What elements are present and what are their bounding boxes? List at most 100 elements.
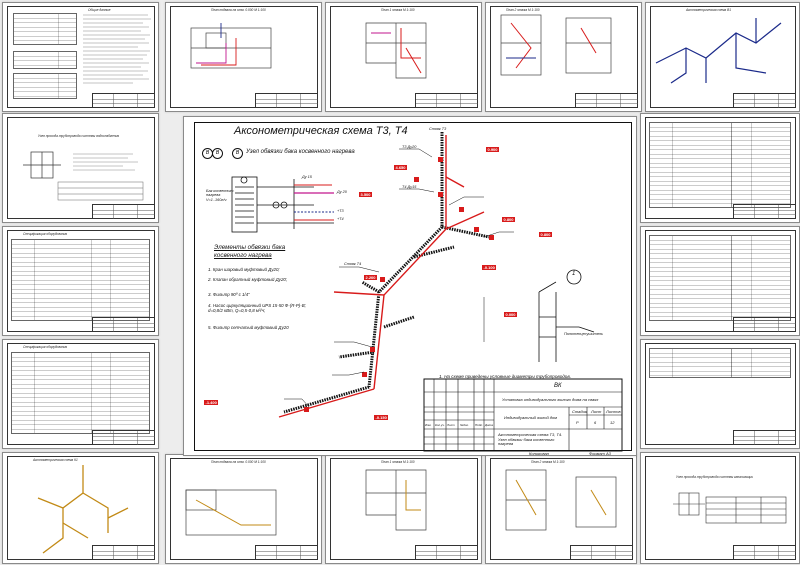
sheet-frame xyxy=(7,230,155,332)
thumbnail-sheet-spec-2[interactable]: Спецификация оборудования xyxy=(2,339,159,449)
revision-col: Изм. xyxy=(425,423,432,427)
sheet-frame xyxy=(170,6,318,108)
elevation-tag: -0.150 xyxy=(374,415,389,420)
format-label: Формат А3 xyxy=(589,451,611,456)
thumbnail-sheet-sewer-passage-node[interactable]: Узел прохода трубопровода системы канали… xyxy=(640,452,800,564)
pipe-tag: Т3 Ду20 xyxy=(402,145,417,149)
floor2-plan-k-drawing xyxy=(505,469,617,531)
sheets-header: Листов xyxy=(606,409,621,414)
thumbnail-sheet-spec-5[interactable] xyxy=(640,339,800,449)
elevation-tag: 0.900 xyxy=(486,147,500,152)
sheet-frame xyxy=(7,117,155,219)
title-block-stamp xyxy=(255,545,318,560)
legend-item: 3. Фильтр 90º с 1/4" xyxy=(208,292,250,297)
sheet-frame xyxy=(645,343,796,445)
title-block-project: Индивидуальный жилой дом xyxy=(504,415,557,420)
title-block-sheet-title: Аксонометрическая схема Т3, Т4. Узел обв… xyxy=(498,432,563,447)
tank-body xyxy=(231,176,258,233)
sheet-title: Аксонометрическая схема К1 xyxy=(33,458,78,462)
sheet-frame xyxy=(490,458,633,560)
general-notes-text xyxy=(83,14,151,84)
title-block-description: Установка индивидуального жилого дома на… xyxy=(502,397,599,402)
revision-col: Лист xyxy=(447,423,455,427)
thumbnail-sheet-floor2-plan[interactable]: План 2 этажа М 1:100 xyxy=(485,2,642,112)
sheet-frame xyxy=(645,230,796,332)
title-block-code: ВК xyxy=(554,383,562,389)
pipe-tag: Т4 Ду15 xyxy=(402,185,417,189)
unit-mark-3: В xyxy=(232,148,243,159)
sheet-title: Узел прохода трубопровода системы канали… xyxy=(676,475,754,479)
thumbnail-sheet-floor1-plan[interactable]: План 1 этажа М 1:100 xyxy=(325,2,482,112)
title-block-stamp xyxy=(415,93,478,108)
title-block-stamp xyxy=(733,545,796,560)
axonometric-scheme-drawing xyxy=(231,132,623,452)
sheet-frame xyxy=(645,117,796,219)
thumbnail-sheet-general-data[interactable]: Общие данные xyxy=(2,2,159,112)
references-table xyxy=(13,51,77,69)
sheet-header: Лист xyxy=(591,409,602,414)
title-block-stamp xyxy=(733,93,796,108)
sheet-title: Аксонометрическая схема В1 xyxy=(686,8,731,12)
title-block-stamp xyxy=(733,204,796,219)
spec-table xyxy=(649,235,791,321)
sheet-frame xyxy=(645,456,796,560)
thumbnail-sheet-floor1-plan-k[interactable]: План 1 этажа М 1:100 xyxy=(325,454,482,564)
title-block-stamp xyxy=(255,93,318,108)
pipe-tag: +Т3 xyxy=(337,209,344,213)
thumbnail-sheet-floor2-plan-k[interactable]: План 2 этажа М 1:100 xyxy=(485,454,637,564)
title-block-stamp xyxy=(92,545,155,560)
unit-mark-2: В xyxy=(212,148,223,159)
title-block-stamp xyxy=(92,204,155,219)
pipe-tag: Ду 20 xyxy=(337,190,347,194)
sheet-title: План 2 этажа М 1:100 xyxy=(506,8,540,12)
sheet-frame xyxy=(650,6,796,108)
wall-passage-drawing xyxy=(23,151,144,201)
elevation-tag: 0.800 xyxy=(502,217,516,222)
elevation-tag: -0.100 xyxy=(482,265,497,270)
main-sheet-frame xyxy=(194,122,632,451)
sewer-passage-drawing xyxy=(673,492,787,524)
riser-label: Стояк Т3 xyxy=(429,127,447,131)
title-block-stamp xyxy=(92,93,155,108)
equipment-table xyxy=(13,73,77,99)
title-block-stamp xyxy=(570,545,633,560)
thumbnail-sheet-wall-passage-node[interactable]: Узел прохода трубопровода системы водосн… xyxy=(2,113,159,223)
title-block-stamp xyxy=(575,93,638,108)
main-sheet-t3-t4-scheme[interactable]: Аксонометрическая схема Т3, Т4 В В В Узе… xyxy=(183,116,637,456)
thumbnail-sheet-k1-scheme[interactable]: Аксонометрическая схема К1 xyxy=(2,452,159,564)
riser-label: Стояк Т4 xyxy=(344,262,362,266)
legend-item: 5. Фильтр сетчатый муфтовый Ду20 xyxy=(208,325,289,330)
thumbnail-sheet-spec-4[interactable] xyxy=(640,226,800,336)
pipe-tag: Ду 15 xyxy=(302,175,312,179)
revision-col: Подп. xyxy=(475,423,483,427)
stage-header: Стадия xyxy=(572,409,587,414)
thumbnail-sheet-spec-1[interactable]: Спецификация оборудования xyxy=(2,226,159,336)
tank-label: Бак косвенного нагрева V=1..160л/ч xyxy=(206,189,234,202)
thumbnail-sheet-basement-plan[interactable]: План подвала на отм. 0.000 М 1:100 xyxy=(165,2,322,112)
sheet-title: План 2 этажа М 1:100 xyxy=(531,460,565,464)
pipe-tag: +Т4 xyxy=(337,217,344,221)
sheet-title: План 1 этажа М 1:100 xyxy=(381,460,415,464)
thumbnail-sheet-v1-scheme[interactable]: Аксонометрическая схема В1 xyxy=(645,2,800,112)
v1-axonometric-drawing xyxy=(655,18,782,84)
circle-note-number: 1 xyxy=(572,271,576,277)
stage-value: Р xyxy=(576,420,579,425)
k1-axonometric-drawing xyxy=(37,465,129,554)
floor1-plan-k-drawing xyxy=(365,469,427,531)
elevation-tag: 3.500 xyxy=(359,192,373,197)
sheet-title: Общие данные xyxy=(88,8,111,12)
spec-table xyxy=(11,352,150,434)
sheet-value: 6 xyxy=(594,420,597,425)
main-title: Аксонометрическая схема Т3, Т4 xyxy=(234,125,408,137)
sheet-frame xyxy=(7,456,155,560)
spec-table xyxy=(649,348,791,378)
contents-table xyxy=(13,13,77,45)
thumbnail-sheet-basement-plan-k[interactable]: План подвала на отм. 0.000 М 1:100 xyxy=(165,454,322,564)
thumbnail-sheet-spec-3[interactable] xyxy=(640,113,800,223)
sheet-title: Спецификация оборудования xyxy=(23,232,68,236)
elevation-tag: 0.800 xyxy=(539,232,553,237)
sheet-title: План 1 этажа М 1:100 xyxy=(381,8,415,12)
elevation-tag: 2.200 xyxy=(364,275,378,280)
sheet-frame xyxy=(330,458,478,560)
sheet-title: Спецификация оборудования xyxy=(23,345,68,349)
